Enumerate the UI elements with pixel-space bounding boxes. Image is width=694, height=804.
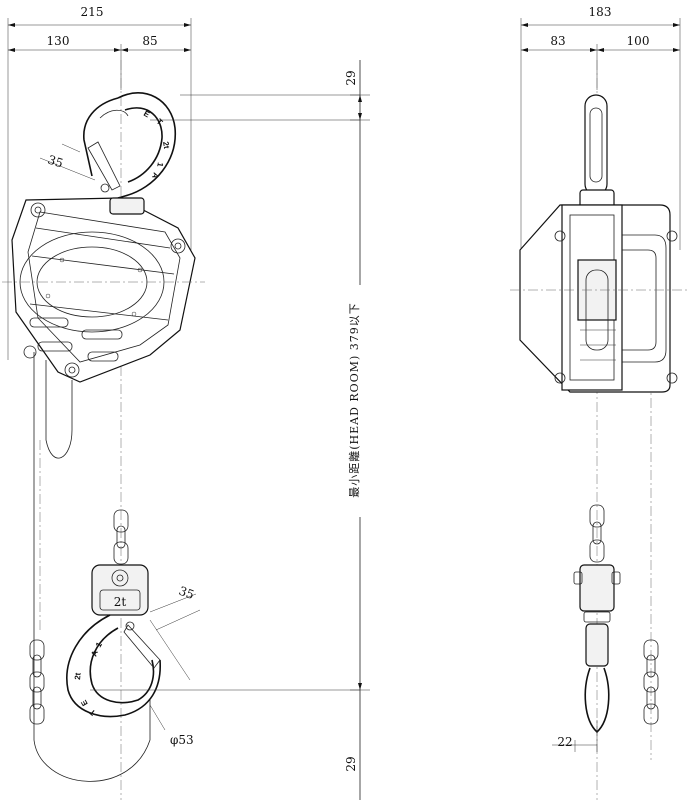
dim-hook-throat: φ53 <box>170 733 194 747</box>
dim-chain-offset: 22 <box>557 735 572 749</box>
side-bottom-hook: 22 <box>552 504 621 752</box>
dim-top-hook-opening: 35 <box>46 153 65 171</box>
hand-chain-loop <box>33 352 151 782</box>
bottom-hook: 2t 35 φ53 1 A 2t E T <box>66 564 360 747</box>
dim-overall-width: 215 <box>81 5 104 19</box>
load-chain-front <box>113 509 129 565</box>
bottom-hook-mark-1: 1 <box>94 640 104 649</box>
top-hook-mark-1: 1 <box>155 162 165 168</box>
top-hook-mark-2t: 2t <box>161 141 171 150</box>
top-hook-mark-a: A <box>150 171 161 180</box>
bottom-block-label: 2t <box>114 595 127 609</box>
top-hook-mark-e: E <box>142 109 152 120</box>
hand-chain-links <box>29 639 45 725</box>
hoist-body-side <box>510 94 690 393</box>
side-hand-chain <box>643 639 659 725</box>
headroom-label: 最小距離(HEAD ROOM) 379以下 <box>347 302 361 498</box>
top-hook-mark-t: T <box>155 117 165 127</box>
dim-side-right: 100 <box>627 34 650 48</box>
height-dimension: 29 29 最小距離(HEAD ROOM) 379以下 <box>344 60 370 800</box>
bottom-hook-mark-2t: 2t <box>73 672 83 680</box>
dim-side-left: 83 <box>550 34 565 48</box>
dim-top-29: 29 <box>344 70 358 85</box>
bottom-hook-mark-a: A <box>89 649 100 658</box>
bottom-hook-mark-t: T <box>88 707 98 717</box>
front-top-dimensions: 215 130 85 <box>7 5 192 360</box>
dim-left-width: 130 <box>47 34 70 48</box>
side-top-dimensions: 183 83 100 <box>520 5 681 250</box>
top-hook: 35 E T 2t 1 A <box>39 92 360 199</box>
hoist-body-front <box>2 197 205 383</box>
dim-bottom-29: 29 <box>344 756 358 771</box>
dim-bottom-hook-opening: 35 <box>177 584 196 602</box>
dim-right-width: 85 <box>142 34 157 48</box>
bottom-hook-mark-e: E <box>79 698 90 708</box>
dim-side-overall-width: 183 <box>589 5 612 19</box>
